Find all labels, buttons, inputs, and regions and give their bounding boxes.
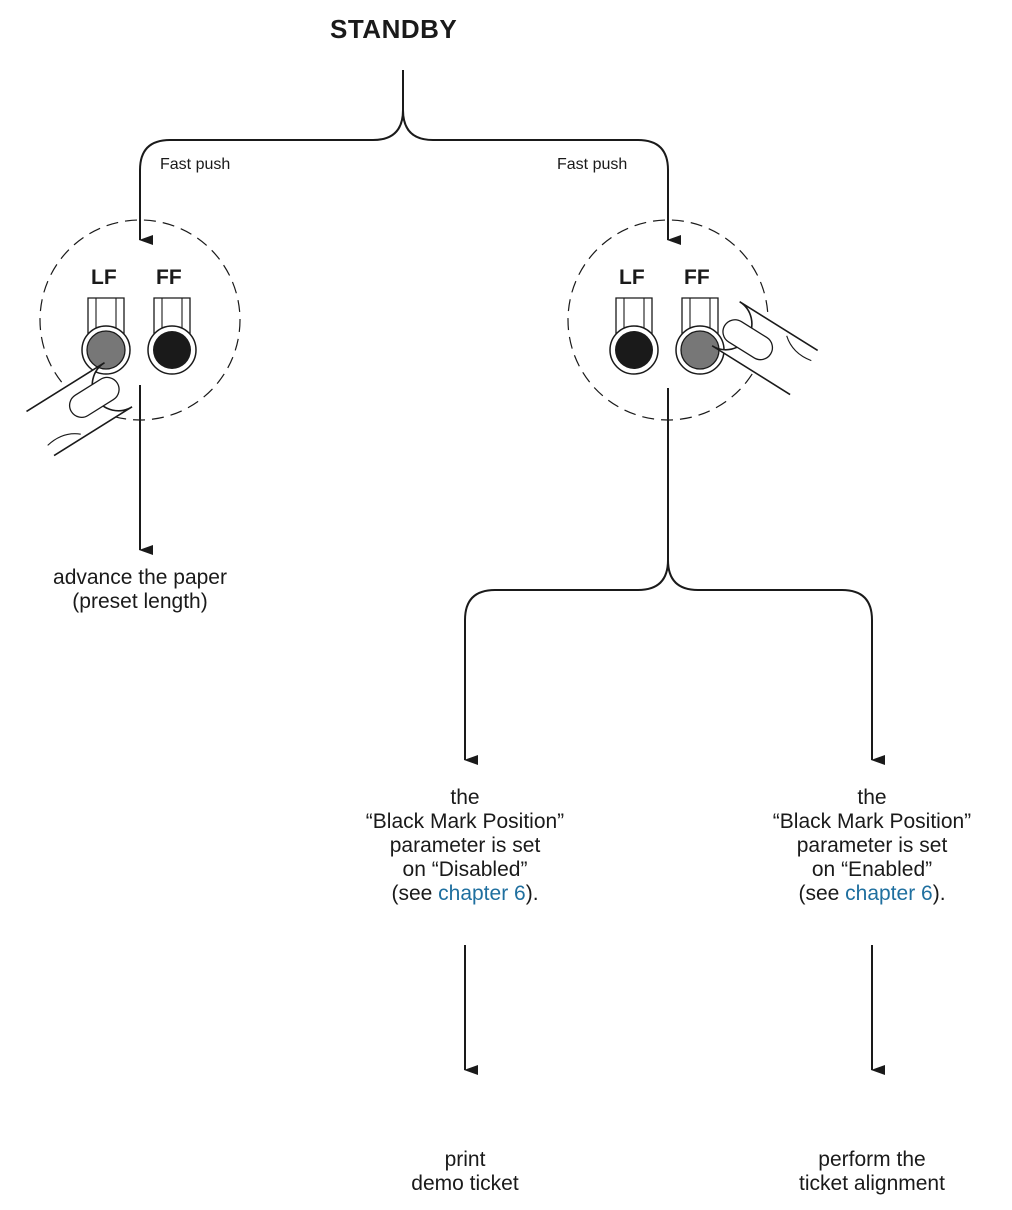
disabled-condition-label: the “Black Mark Position” parameter is s… xyxy=(335,786,595,906)
right-fast-push-label: Fast push xyxy=(557,156,628,173)
enabled-line4: on “Enabled” xyxy=(811,858,933,881)
finger-icon xyxy=(711,300,819,396)
disabled-line4: on “Disabled” xyxy=(402,858,528,881)
disabled-line3: parameter is set xyxy=(389,834,541,857)
advance-paper-label: advance the paper (preset length) xyxy=(20,566,260,614)
right-button-panel xyxy=(567,219,819,421)
standby-split-connector-right xyxy=(402,109,681,245)
lf-button-pressed[interactable] xyxy=(81,297,131,375)
demo-line1: print xyxy=(444,1148,486,1171)
finger-icon xyxy=(26,362,133,457)
right-branch-connector-right xyxy=(667,559,885,765)
see-suffix: ). xyxy=(525,882,539,905)
ticket-alignment-label: perform the ticket alignment xyxy=(752,1148,992,1196)
advance-paper-line1: advance the paper xyxy=(53,566,227,589)
chapter-6-link[interactable]: chapter 6 xyxy=(845,882,933,905)
lf-button[interactable] xyxy=(609,297,659,375)
ff-button[interactable] xyxy=(147,297,197,375)
alignment-line1: perform the xyxy=(818,1148,926,1171)
left-ff-label: FF xyxy=(156,266,182,289)
print-demo-ticket-label: print demo ticket xyxy=(345,1148,585,1196)
standby-title: STANDBY xyxy=(330,14,458,44)
chapter-6-link[interactable]: chapter 6 xyxy=(438,882,526,905)
see-prefix: (see xyxy=(391,882,439,905)
enabled-line2: “Black Mark Position” xyxy=(772,810,972,833)
enabled-line3: parameter is set xyxy=(796,834,948,857)
right-lf-label: LF xyxy=(619,266,645,289)
see-prefix: (see xyxy=(798,882,846,905)
advance-paper-line2: (preset length) xyxy=(72,590,208,613)
disabled-line2: “Black Mark Position” xyxy=(365,810,565,833)
right-ff-label: FF xyxy=(684,266,710,289)
see-suffix: ). xyxy=(932,882,946,905)
enabled-condition-label: the “Black Mark Position” parameter is s… xyxy=(742,786,1002,906)
disabled-see-line: (see chapter 6). xyxy=(335,882,595,906)
right-branch-connector xyxy=(464,388,669,765)
enabled-line1: the xyxy=(857,786,887,809)
standby-split-connector xyxy=(139,70,404,245)
left-lf-label: LF xyxy=(91,266,117,289)
disabled-line1: the xyxy=(450,786,480,809)
enabled-see-line: (see chapter 6). xyxy=(742,882,1002,906)
demo-line2: demo ticket xyxy=(411,1172,519,1195)
alignment-line2: ticket alignment xyxy=(799,1172,945,1195)
ff-button-pressed[interactable] xyxy=(675,297,725,375)
left-fast-push-label: Fast push xyxy=(160,156,231,173)
left-button-panel xyxy=(26,219,241,457)
